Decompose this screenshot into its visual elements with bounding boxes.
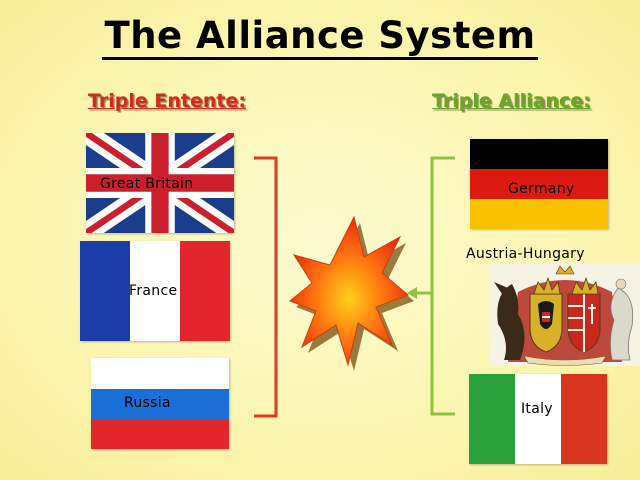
germany-label: Germany: [508, 181, 575, 197]
france-label: France: [129, 283, 178, 299]
italy-label: Italy: [521, 401, 553, 417]
great-britain-label: Great Britain: [100, 176, 194, 192]
russia-label: Russia: [124, 395, 171, 411]
russia-flag: Russia: [91, 358, 229, 449]
germany-flag: Germany: [470, 139, 608, 229]
triple-alliance-heading: Triple Alliance:: [432, 90, 591, 112]
entente-bracket: [254, 156, 278, 418]
alliance-bracket: [407, 156, 455, 416]
france-flag: France: [80, 241, 230, 341]
uk-flag: Great Britain: [86, 133, 234, 233]
austria-hungary-coat-of-arms: [490, 264, 640, 366]
italy-flag: Italy: [469, 374, 607, 464]
austria-hungary-label: Austria-Hungary: [466, 246, 585, 262]
conflict-burst-icon: [289, 215, 414, 371]
slide-title: The Alliance System: [0, 14, 640, 60]
triple-entente-heading: Triple Entente:: [88, 90, 246, 112]
